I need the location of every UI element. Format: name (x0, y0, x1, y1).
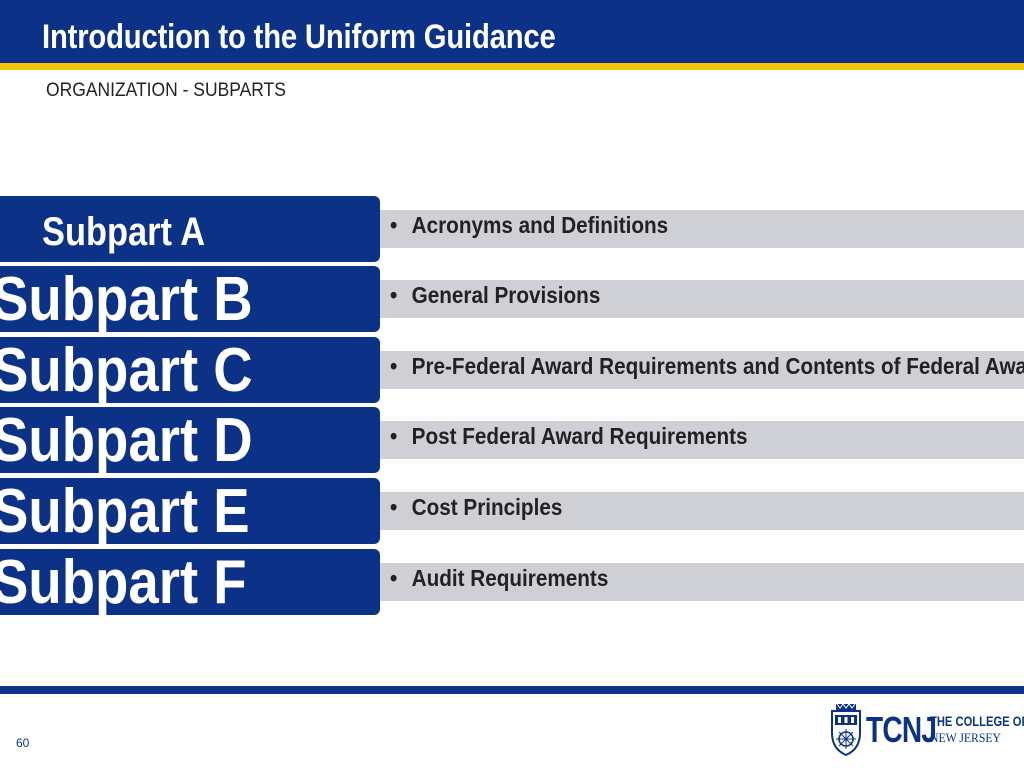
page-number: 60 (16, 736, 30, 750)
footer-stripe (0, 686, 1024, 694)
slide-subtitle: ORGANIZATION - SUBPARTS (46, 80, 286, 101)
subpart-label: Subpart D (0, 407, 253, 473)
subpart-description: • General Provisions (390, 280, 1024, 318)
subpart-row-b: Subpart B • General Provisions (0, 266, 1024, 334)
description-bar (370, 210, 1024, 248)
subpart-row-d: Subpart D • Post Federal Award Requiremen… (0, 407, 1024, 475)
subpart-row-f: Subpart F • Audit Requirements (0, 549, 1024, 617)
subpart-box: Subpart F (0, 549, 380, 615)
subpart-label: Subpart C (0, 337, 253, 403)
college-logo: TCNJ THE COLLEGE OF NEW JERSEY (828, 703, 1024, 759)
description-text: Cost Principles (411, 494, 563, 520)
subpart-label: Subpart A (42, 210, 206, 254)
subpart-description: • Acronyms and Definitions (390, 210, 1024, 248)
bullet-icon: • (390, 565, 398, 591)
header-accent-stripe (0, 63, 1024, 70)
description-bar (370, 351, 1024, 389)
college-crest-icon (831, 703, 861, 757)
logo-line-1: THE COLLEGE OF (930, 713, 1024, 729)
description-text: Acronyms and Definitions (411, 212, 669, 238)
description-bar (370, 421, 1024, 459)
logo-wordmark: TCNJ (866, 709, 937, 750)
description-text: General Provisions (411, 282, 601, 308)
bullet-icon: • (390, 353, 398, 379)
subpart-label: Subpart B (0, 266, 253, 332)
subpart-row-c: Subpart C • Pre-Federal Award Requirement… (0, 337, 1024, 405)
description-bar (370, 563, 1024, 601)
subpart-box: Subpart E (0, 478, 380, 544)
description-bar (370, 280, 1024, 318)
subpart-box: Subpart C (0, 337, 380, 403)
bullet-icon: • (390, 282, 398, 308)
subpart-box: Subpart B (0, 266, 380, 332)
bullet-icon: • (390, 423, 398, 449)
description-text: Pre-Federal Award Requirements and Conte… (411, 353, 1024, 379)
subpart-description: • Pre-Federal Award Requirements and Cont… (390, 351, 1024, 389)
bullet-icon: • (390, 212, 398, 238)
description-text: Post Federal Award Requirements (411, 423, 748, 449)
subpart-row-a: Subpart A • Acronyms and Definitions (0, 196, 1024, 264)
bullet-icon: • (390, 494, 398, 520)
subpart-description: • Post Federal Award Requirements (390, 421, 1024, 459)
slide-title: Introduction to the Uniform Guidance (42, 18, 556, 56)
description-bar (370, 492, 1024, 530)
subpart-box: Subpart D (0, 407, 380, 473)
subpart-description: • Audit Requirements (390, 563, 1024, 601)
logo-line-2: NEW JERSEY (930, 730, 1001, 745)
subpart-row-e: Subpart E • Cost Principles (0, 478, 1024, 546)
header-band (0, 0, 1024, 63)
subpart-box: Subpart A (0, 196, 380, 262)
subpart-label: Subpart F (0, 549, 247, 615)
description-text: Audit Requirements (411, 565, 609, 591)
subpart-label: Subpart E (0, 478, 250, 544)
subpart-description: • Cost Principles (390, 492, 1024, 530)
